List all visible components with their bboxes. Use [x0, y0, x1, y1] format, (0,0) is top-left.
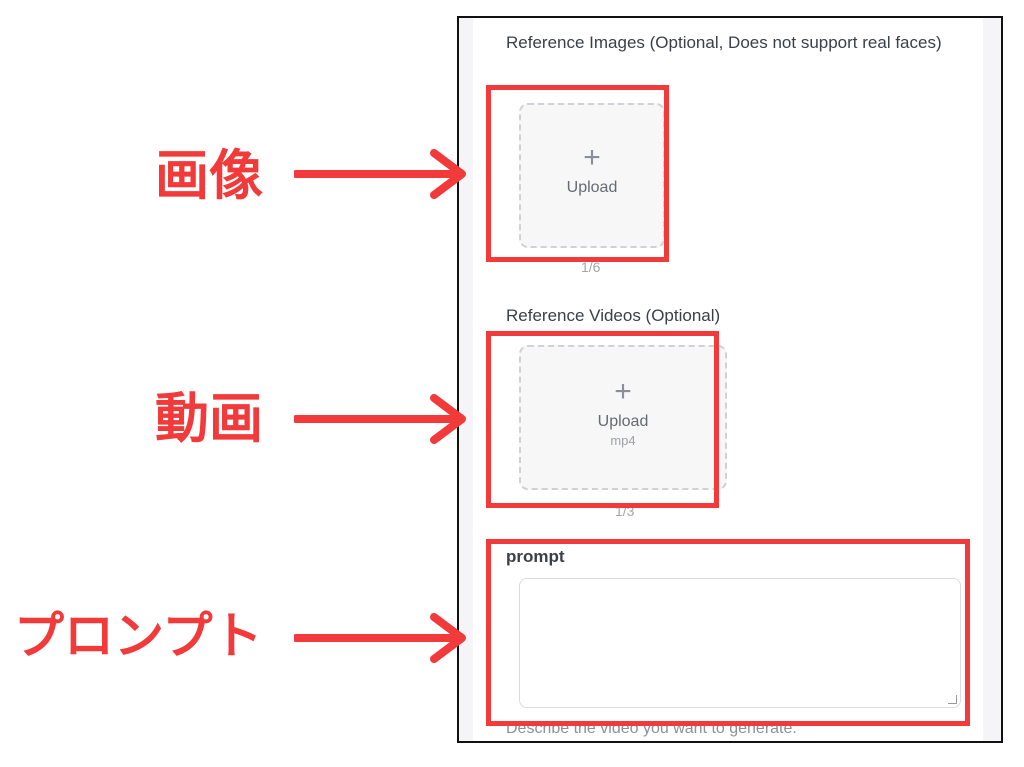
resize-grip-icon[interactable] [948, 695, 957, 704]
upload-label: Upload [597, 413, 649, 430]
reference-videos-upload[interactable]: + Upload mp4 [519, 345, 727, 490]
annotation-video: 動画 [155, 387, 263, 450]
highlight-box-prompt [486, 539, 970, 726]
prompt-textarea[interactable] [519, 578, 961, 708]
arrow-right-icon [294, 394, 466, 444]
plus-icon: + [583, 141, 601, 174]
highlight-box-videos [486, 331, 719, 508]
screenshot-frame: Reference Images (Optional, Does not sup… [457, 16, 1003, 743]
highlight-box-images [486, 85, 669, 262]
form-panel: Reference Images (Optional, Does not sup… [473, 18, 983, 741]
reference-images-label: Reference Images (Optional, Does not sup… [506, 33, 942, 52]
prompt-label: prompt [506, 547, 565, 566]
arrow-right-icon [294, 613, 466, 663]
arrow-right-icon [294, 149, 466, 199]
reference-videos-label: Reference Videos (Optional) [506, 306, 721, 325]
upload-label: Upload [566, 179, 618, 196]
reference-images-count: 1/6 [581, 259, 601, 275]
annotation-prompt: プロンプト [14, 607, 263, 665]
upload-format: mp4 [610, 433, 636, 448]
plus-icon: + [614, 375, 632, 408]
annotation-image: 画像 [155, 144, 263, 207]
